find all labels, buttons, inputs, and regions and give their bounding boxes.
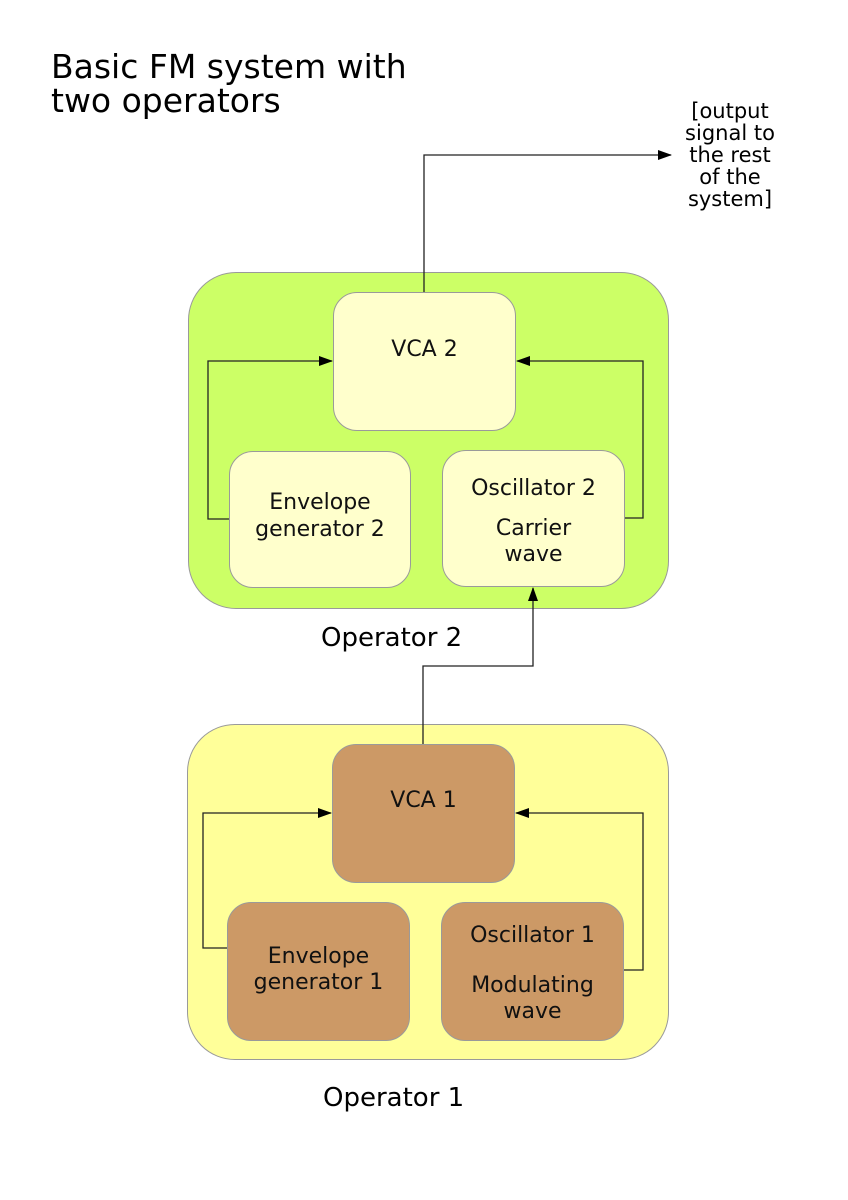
- oscillator-1-box: Oscillator 1 Modulating wave: [441, 902, 624, 1041]
- envelope-1-label-line-2: generator 1: [253, 970, 384, 995]
- output-signal-label: [output signal to the rest of the system…: [672, 100, 788, 210]
- output-label-line: of the: [699, 165, 761, 189]
- carrier-wave-label-line-1: Carrier: [495, 516, 572, 541]
- envelope-2-label-line-2: generator 2: [255, 517, 385, 542]
- output-label-line: signal to: [685, 121, 775, 145]
- output-label-line: system]: [687, 187, 773, 211]
- envelope-1-label-line-1: Envelope: [267, 944, 370, 969]
- output-label-line: [output: [691, 99, 769, 123]
- carrier-wave-label-line-2: wave: [504, 542, 563, 567]
- output-label-line: the rest: [689, 143, 771, 167]
- vca-1-box: VCA 1: [332, 744, 515, 883]
- envelope-2-label-line-1: Envelope: [269, 490, 371, 515]
- operator-2-label: Operator 2: [321, 623, 463, 653]
- title-line-2: two operators: [51, 81, 281, 120]
- wire-env1-to-vca1: [202, 808, 332, 949]
- vca-2-box: VCA 2: [333, 292, 516, 431]
- oscillator-2-box: Oscillator 2 Carrier wave: [442, 450, 625, 587]
- envelope-generator-2-box: Envelope generator 2: [229, 451, 411, 588]
- modulating-wave-label-line-2: wave: [503, 999, 562, 1024]
- wire-vca2-to-output: [423, 150, 672, 292]
- wire-osc2-to-vca2: [516, 356, 644, 519]
- wire-osc1-to-vca1: [515, 808, 644, 971]
- title-line-1: Basic FM system with: [51, 47, 407, 86]
- operator-1-label: Operator 1: [323, 1083, 465, 1113]
- vca-1-label: VCA 1: [390, 788, 457, 813]
- oscillator-2-label: Oscillator 2: [471, 476, 596, 501]
- diagram-title: Basic FM system with two operators: [51, 50, 407, 118]
- oscillator-1-label: Oscillator 1: [470, 923, 595, 948]
- modulating-wave-label-line-1: Modulating: [471, 973, 594, 998]
- vca-2-label: VCA 2: [391, 337, 458, 362]
- wire-env2-to-vca2: [207, 356, 333, 520]
- wire-vca1-to-osc2: [422, 587, 538, 744]
- envelope-generator-1-box: Envelope generator 1: [227, 902, 410, 1041]
